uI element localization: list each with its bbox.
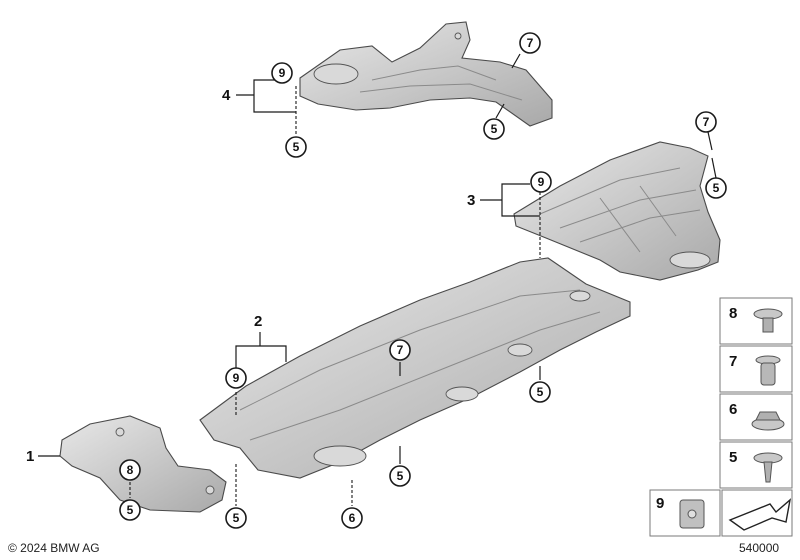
group-3-leader: 3 xyxy=(467,131,717,258)
group-number-4: 4 xyxy=(222,87,231,104)
screw-icon xyxy=(753,452,783,483)
svg-text:5: 5 xyxy=(127,503,134,517)
front-shield-part xyxy=(59,415,227,513)
main-underbody-panel-part xyxy=(199,257,631,479)
group-2-leader: 2 xyxy=(235,313,541,506)
callout-5: 5 xyxy=(483,118,505,140)
direction-arrow-icon xyxy=(728,498,792,531)
svg-text:9: 9 xyxy=(538,175,545,189)
legend-number-6: 6 xyxy=(729,401,737,418)
clip-nut-icon xyxy=(679,499,705,529)
svg-text:7: 7 xyxy=(703,115,710,129)
callout-5: 5 xyxy=(119,499,141,521)
svg-text:9: 9 xyxy=(279,66,286,80)
group-number-3: 3 xyxy=(467,192,475,209)
svg-text:5: 5 xyxy=(293,140,300,154)
legend-number-9: 9 xyxy=(656,495,664,512)
expanding-rivet-icon xyxy=(753,308,783,333)
callout-9: 9 xyxy=(225,367,247,389)
group-4-leader: 4 xyxy=(222,53,521,134)
callout-7: 7 xyxy=(695,111,717,133)
svg-text:7: 7 xyxy=(527,36,534,50)
legend-number-7: 7 xyxy=(729,353,737,370)
callout-6: 6 xyxy=(341,507,363,529)
svg-text:9: 9 xyxy=(233,371,240,385)
rear-underbody-panel-part xyxy=(513,141,721,281)
underbody-bracket-part xyxy=(299,21,553,127)
svg-text:6: 6 xyxy=(349,511,356,525)
svg-text:5: 5 xyxy=(713,181,720,195)
group-number-1: 1 xyxy=(26,448,34,465)
flange-nut-icon xyxy=(751,411,785,431)
callout-7: 7 xyxy=(519,32,541,54)
group-number-2: 2 xyxy=(254,313,262,330)
svg-text:5: 5 xyxy=(537,385,544,399)
legend-number-8: 8 xyxy=(729,305,737,322)
diagram-number: 540000 xyxy=(739,541,780,555)
callout-5: 5 xyxy=(389,465,411,487)
nut-rivet-icon xyxy=(755,355,781,386)
svg-text:5: 5 xyxy=(233,511,240,525)
fastener-legend: 8 7 6 5 9 xyxy=(649,297,793,537)
svg-text:8: 8 xyxy=(127,463,134,477)
callout-5: 5 xyxy=(285,136,307,158)
group-1-leader: 1 xyxy=(26,448,131,498)
callout-5: 5 xyxy=(529,381,551,403)
callout-5: 5 xyxy=(225,507,247,529)
svg-text:7: 7 xyxy=(397,343,404,357)
callout-9: 9 xyxy=(271,62,293,84)
callout-8: 8 xyxy=(119,459,141,481)
copyright-text: © 2024 BMW AG xyxy=(8,541,100,555)
callout-7: 7 xyxy=(389,339,411,361)
svg-text:5: 5 xyxy=(491,122,498,136)
svg-text:5: 5 xyxy=(397,469,404,483)
callout-5: 5 xyxy=(705,177,727,199)
legend-number-5: 5 xyxy=(729,449,737,466)
callout-9: 9 xyxy=(530,171,552,193)
